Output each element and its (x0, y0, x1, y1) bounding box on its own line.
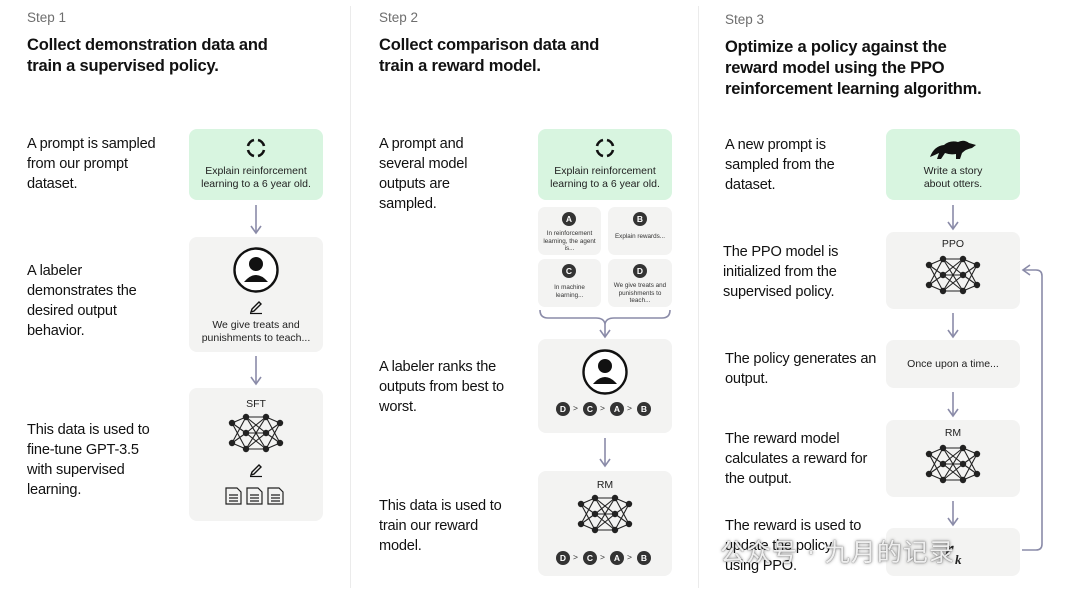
output-text: In machine learning... (554, 284, 585, 299)
step-3-prompt-box: Write a story about otters. (886, 129, 1020, 200)
step-2-desc-rank: A labeler ranks the outputs from best to… (379, 359, 504, 415)
output-badge: D (633, 264, 647, 278)
shuffle-icon (246, 138, 266, 158)
step-3-ppo-box: PPO (886, 232, 1020, 309)
rank-badge: C (583, 551, 597, 565)
labeler-avatar-icon (582, 349, 628, 395)
step-3-desc-update: The reward is used to update the policy … (725, 518, 862, 574)
feedback-loop-arrow-icon (1021, 264, 1043, 551)
step-1-desc-sft: This data is used to fine-tune GPT-3.5 w… (27, 422, 150, 498)
rank-separator: > (600, 552, 605, 562)
rank-badge: A (610, 402, 624, 416)
neural-network-icon (577, 494, 633, 534)
step-1-desc-labeler: A labeler demonstrates the desired outpu… (27, 263, 137, 339)
step-1-prompt-box: Explain reinforcement learning to a 6 ye… (189, 129, 323, 200)
ranking-row: D > C > A > B (538, 401, 672, 417)
rank-separator: > (573, 552, 578, 562)
step-1-labeler-box: We give treats and punishments to teach.… (189, 237, 323, 352)
step-3-column: Step 3 Optimize a policy against the rew… (698, 0, 1080, 595)
step-1-label: Step 1 (27, 10, 67, 25)
output-card-a: A In reinforcement learning, the agent i… (538, 207, 601, 255)
rank-separator: > (600, 403, 605, 413)
rank-separator: > (627, 403, 632, 413)
column-divider (350, 6, 351, 588)
step-1-desc-prompt: A prompt is sampled from our prompt data… (27, 136, 156, 192)
step-2-prompt-box: Explain reinforcement learning to a 6 ye… (538, 129, 672, 200)
step-3-label: Step 3 (725, 12, 765, 27)
output-badge: A (562, 212, 576, 226)
output-card-d: D We give treats and punishments to teac… (608, 259, 672, 307)
arrow-down-icon (947, 392, 959, 418)
step-2-ranking-box: D > C > A > B (538, 339, 672, 433)
step-2-desc-train: This data is used to train our reward mo… (379, 498, 502, 554)
step-3-desc-prompt: A new prompt is sampled from the dataset… (725, 137, 835, 193)
arrow-down-icon (947, 501, 959, 527)
step-3-rm-box: RM (886, 420, 1020, 497)
rank-badge: D (556, 402, 570, 416)
step-3-reward-box: r k (886, 528, 1020, 576)
output-badge: B (633, 212, 647, 226)
otter-icon (930, 140, 976, 159)
step-1-title: Collect demonstration data and train a s… (27, 36, 268, 75)
neural-network-icon (925, 444, 981, 484)
rank-badge: B (637, 551, 651, 565)
step-1-prompt-text: Explain reinforcement learning to a 6 ye… (201, 165, 311, 190)
step-1-sft-box: SFT (189, 388, 323, 521)
step-2-label: Step 2 (379, 10, 419, 25)
rank-badge: C (583, 402, 597, 416)
step-3-desc-generate: The policy generates an output. (725, 351, 877, 387)
watermark-text: 公众号 · 九月的记录 (720, 538, 955, 567)
sft-label: SFT (246, 398, 266, 410)
output-text: Explain rewards... (614, 233, 666, 240)
pencil-icon (249, 464, 262, 478)
step-3-desc-reward: The reward model calculates a reward for… (725, 431, 868, 487)
pencil-icon (249, 301, 262, 315)
step-3-title: Optimize a policy against the reward mod… (725, 38, 982, 98)
neural-network-icon (228, 413, 284, 453)
rank-badge: B (637, 402, 651, 416)
step-3-output-text: Once upon a time... (907, 358, 999, 370)
step-3-output-box: Once upon a time... (886, 340, 1020, 388)
step-2-desc-sample: A prompt and several model outputs are s… (379, 136, 468, 212)
step-2-title: Collect comparison data and train a rewa… (379, 36, 600, 75)
rm-label: RM (596, 479, 614, 491)
ppo-label: PPO (941, 238, 965, 250)
rank-separator: > (627, 552, 632, 562)
output-badge: C (562, 264, 576, 278)
reward-subscript: k (955, 552, 962, 567)
reward-symbol: r (945, 536, 954, 561)
rm-label: RM (944, 427, 962, 439)
column-divider (698, 6, 699, 588)
arrow-down-icon (947, 313, 959, 339)
output-text: We give treats and punishments to teach.… (613, 282, 667, 304)
arrow-down-icon (947, 205, 959, 231)
labeler-avatar-icon (233, 247, 279, 293)
step-2-column: Step 2 Collect comparison data and train… (350, 0, 698, 595)
step-1-demo-output: We give treats and punishments to teach.… (201, 319, 311, 344)
output-card-c: C In machine learning... (538, 259, 601, 307)
shuffle-icon (595, 138, 615, 158)
arrow-down-icon (250, 205, 262, 235)
neural-network-icon (925, 255, 981, 295)
arrow-down-icon (599, 438, 611, 468)
step-3-desc-init: The PPO model is initialized from the su… (723, 244, 839, 300)
step-2-rm-box: RM D > C > A > B (538, 471, 672, 576)
step-1-column: Step 1 Collect demonstration data and tr… (0, 0, 350, 595)
ranking-row: D > C > A > B (538, 550, 672, 566)
arrow-down-icon (250, 356, 262, 386)
output-card-b: B Explain rewards... (608, 207, 672, 255)
brace-icon (539, 309, 671, 339)
rank-separator: > (573, 403, 578, 413)
rank-badge: A (610, 551, 624, 565)
step-2-prompt-text: Explain reinforcement learning to a 6 ye… (550, 165, 660, 190)
output-text: In reinforcement learning, the agent is.… (543, 230, 596, 252)
documents-icon (225, 487, 284, 505)
rank-badge: D (556, 551, 570, 565)
step-3-prompt-text: Write a story about otters. (923, 165, 983, 190)
